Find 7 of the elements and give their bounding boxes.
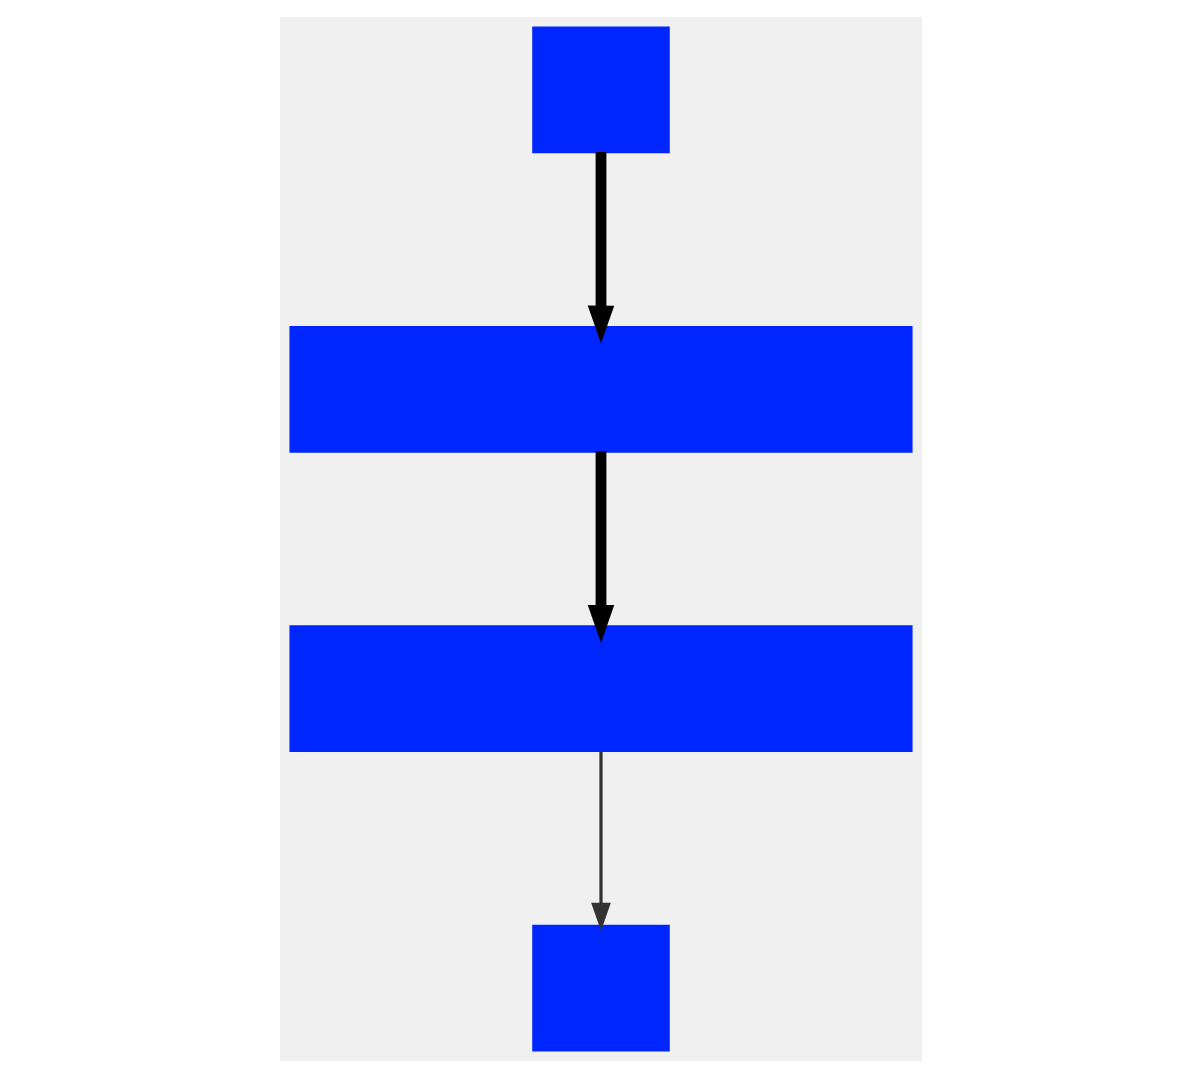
arrow xyxy=(587,152,615,344)
arrow xyxy=(591,750,611,931)
node-box xyxy=(532,924,670,1052)
node-box xyxy=(289,325,913,453)
node-box xyxy=(532,26,670,154)
node-box xyxy=(289,625,913,753)
arrow xyxy=(587,451,615,643)
